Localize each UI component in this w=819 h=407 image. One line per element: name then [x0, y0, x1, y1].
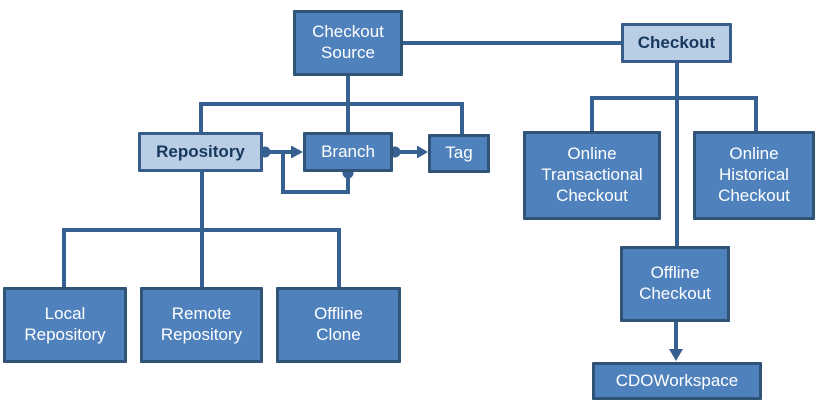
edge-tree-repository-children: [62, 172, 341, 287]
edge-tree-source-children: [199, 76, 464, 134]
node-local-repository: Local Repository: [3, 287, 127, 363]
node-repository: Repository: [138, 132, 263, 172]
node-branch: Branch: [303, 132, 393, 172]
node-remote-repository: Remote Repository: [140, 287, 263, 363]
node-checkout-source: Checkout Source: [293, 10, 403, 76]
node-tag: Tag: [428, 134, 490, 173]
node-offline-checkout: Offline Checkout: [620, 246, 730, 322]
node-online-historical-checkout: Online Historical Checkout: [693, 131, 815, 220]
arrowhead-into-branch: [291, 145, 303, 159]
node-online-transactional-checkout: Online Transactional Checkout: [523, 131, 661, 220]
node-offline-clone: Offline Clone: [276, 287, 401, 363]
node-checkout: Checkout: [621, 23, 732, 63]
arrowhead-into-tag: [417, 145, 428, 159]
node-cdoworkspace: CDOWorkspace: [592, 362, 762, 400]
arrowhead-into-cdoworkspace: [669, 349, 683, 361]
